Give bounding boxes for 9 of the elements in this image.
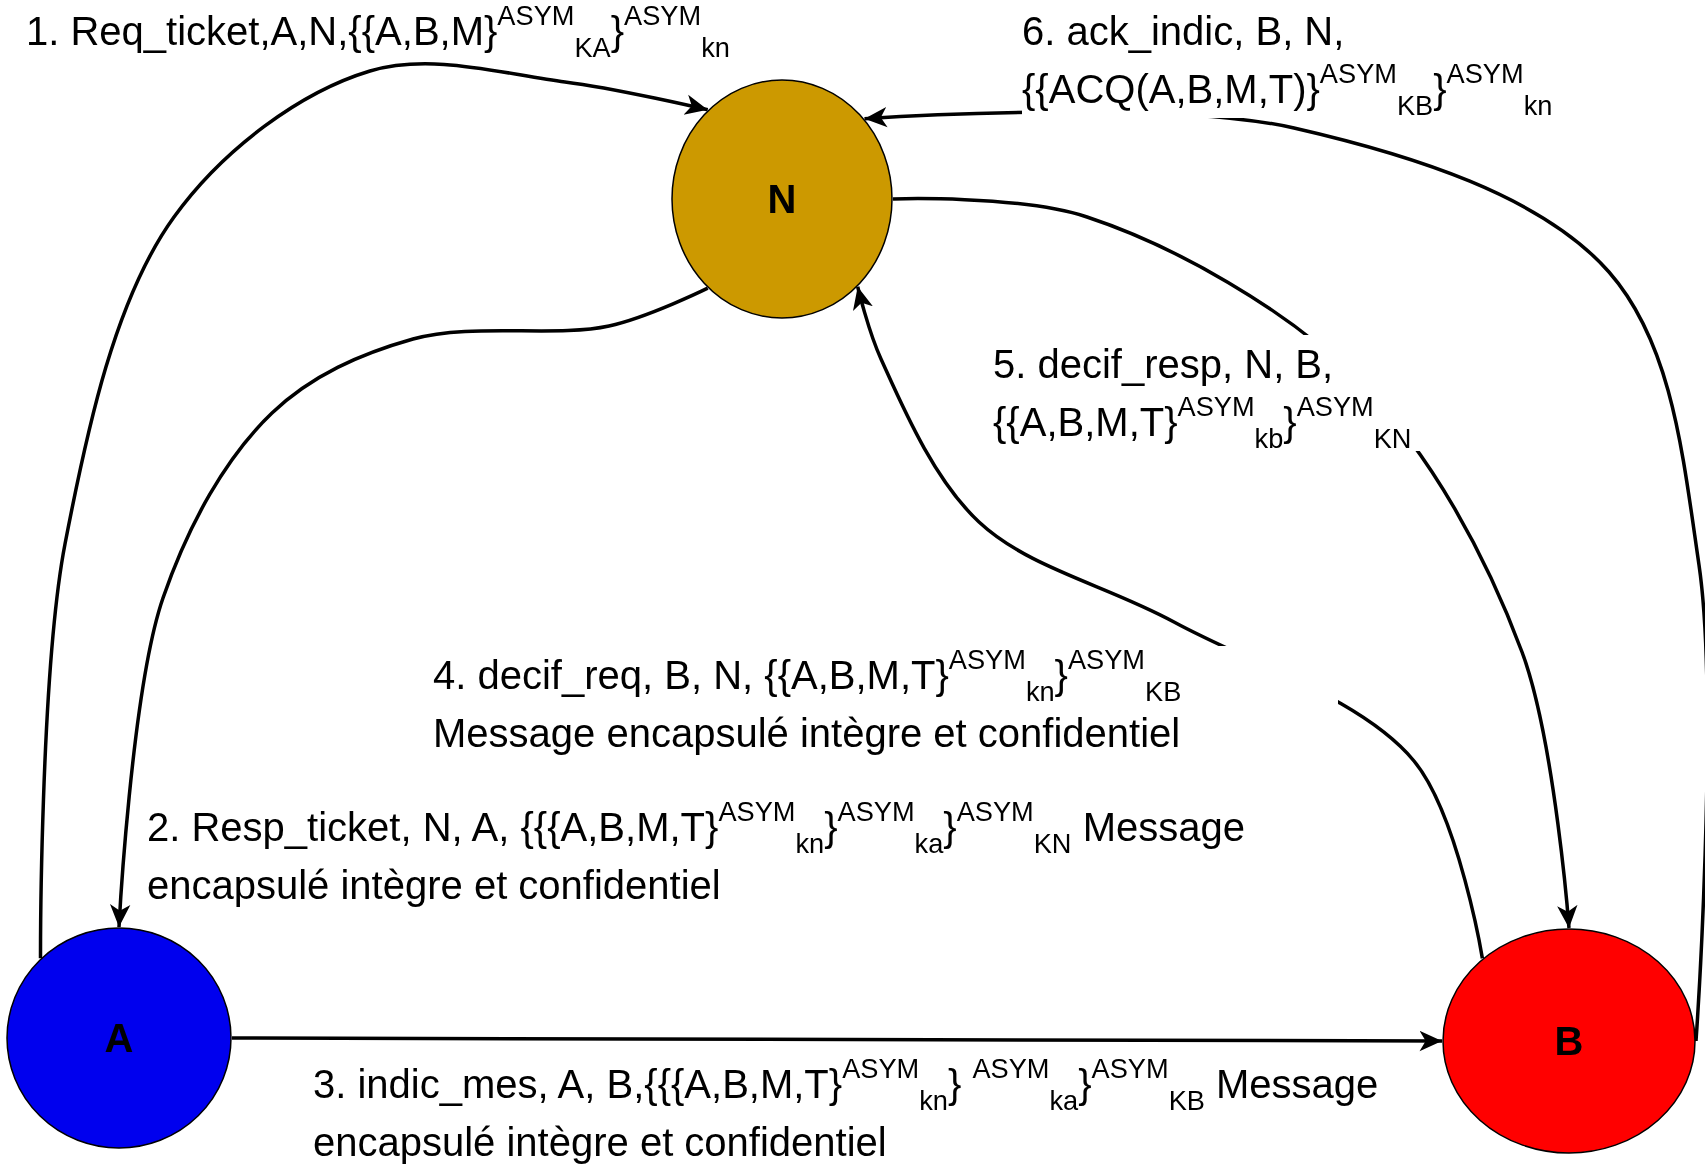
node-label: A: [104, 1015, 134, 1061]
state-circle: [1442, 928, 1696, 1154]
state-circle: [671, 79, 893, 319]
state-circle: [6, 927, 232, 1149]
node-label: B: [1554, 1018, 1584, 1064]
arrow: [110, 286, 709, 928]
arrow: [38, 62, 709, 959]
arrow: [232, 1030, 1442, 1052]
node-label: N: [767, 176, 797, 222]
